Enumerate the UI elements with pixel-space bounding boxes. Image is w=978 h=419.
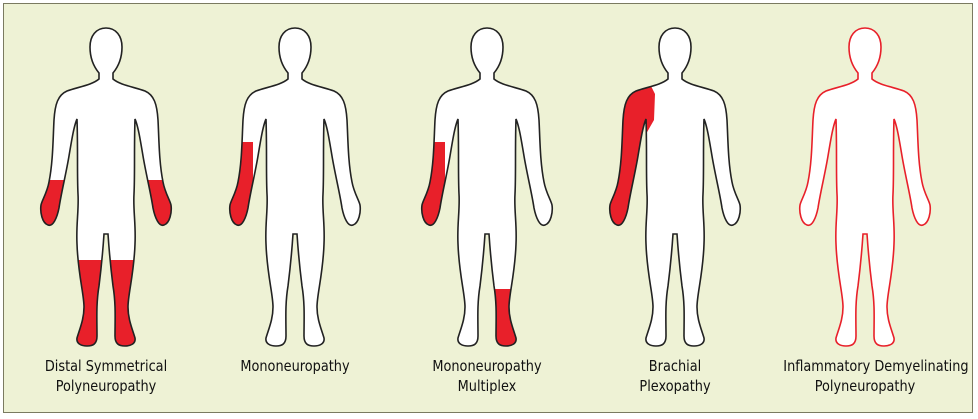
diagram-panel: Distal Symmetrical Polyneuropathy Monone…: [3, 3, 973, 413]
body-silhouette-1: [31, 24, 181, 350]
figure-label-3: Mononeuropathy Multiplex: [405, 356, 568, 396]
figure-label-4: Brachial Plexopathy: [593, 356, 756, 396]
figure-label-5: Inflammatory Demyelinating Polyneuropath…: [783, 356, 946, 396]
figure-distal-symmetrical-polyneuropathy: [31, 24, 181, 350]
figure-label-2: Mononeuropathy: [213, 356, 376, 376]
body-silhouette-4: [600, 24, 750, 350]
figure-mononeuropathy-multiplex: [412, 24, 562, 350]
figure-label-1: Distal Symmetrical Polyneuropathy: [24, 356, 187, 396]
body-silhouette-2: [220, 24, 370, 350]
figures-row: Distal Symmetrical Polyneuropathy Monone…: [4, 4, 972, 412]
figure-mononeuropathy: [220, 24, 370, 350]
figure-brachial-plexopathy: [600, 24, 750, 350]
figure-inflammatory-demyelinating-polyneuropathy: [790, 24, 940, 350]
body-silhouette-3: [412, 24, 562, 350]
body-silhouette-5: [790, 24, 940, 350]
